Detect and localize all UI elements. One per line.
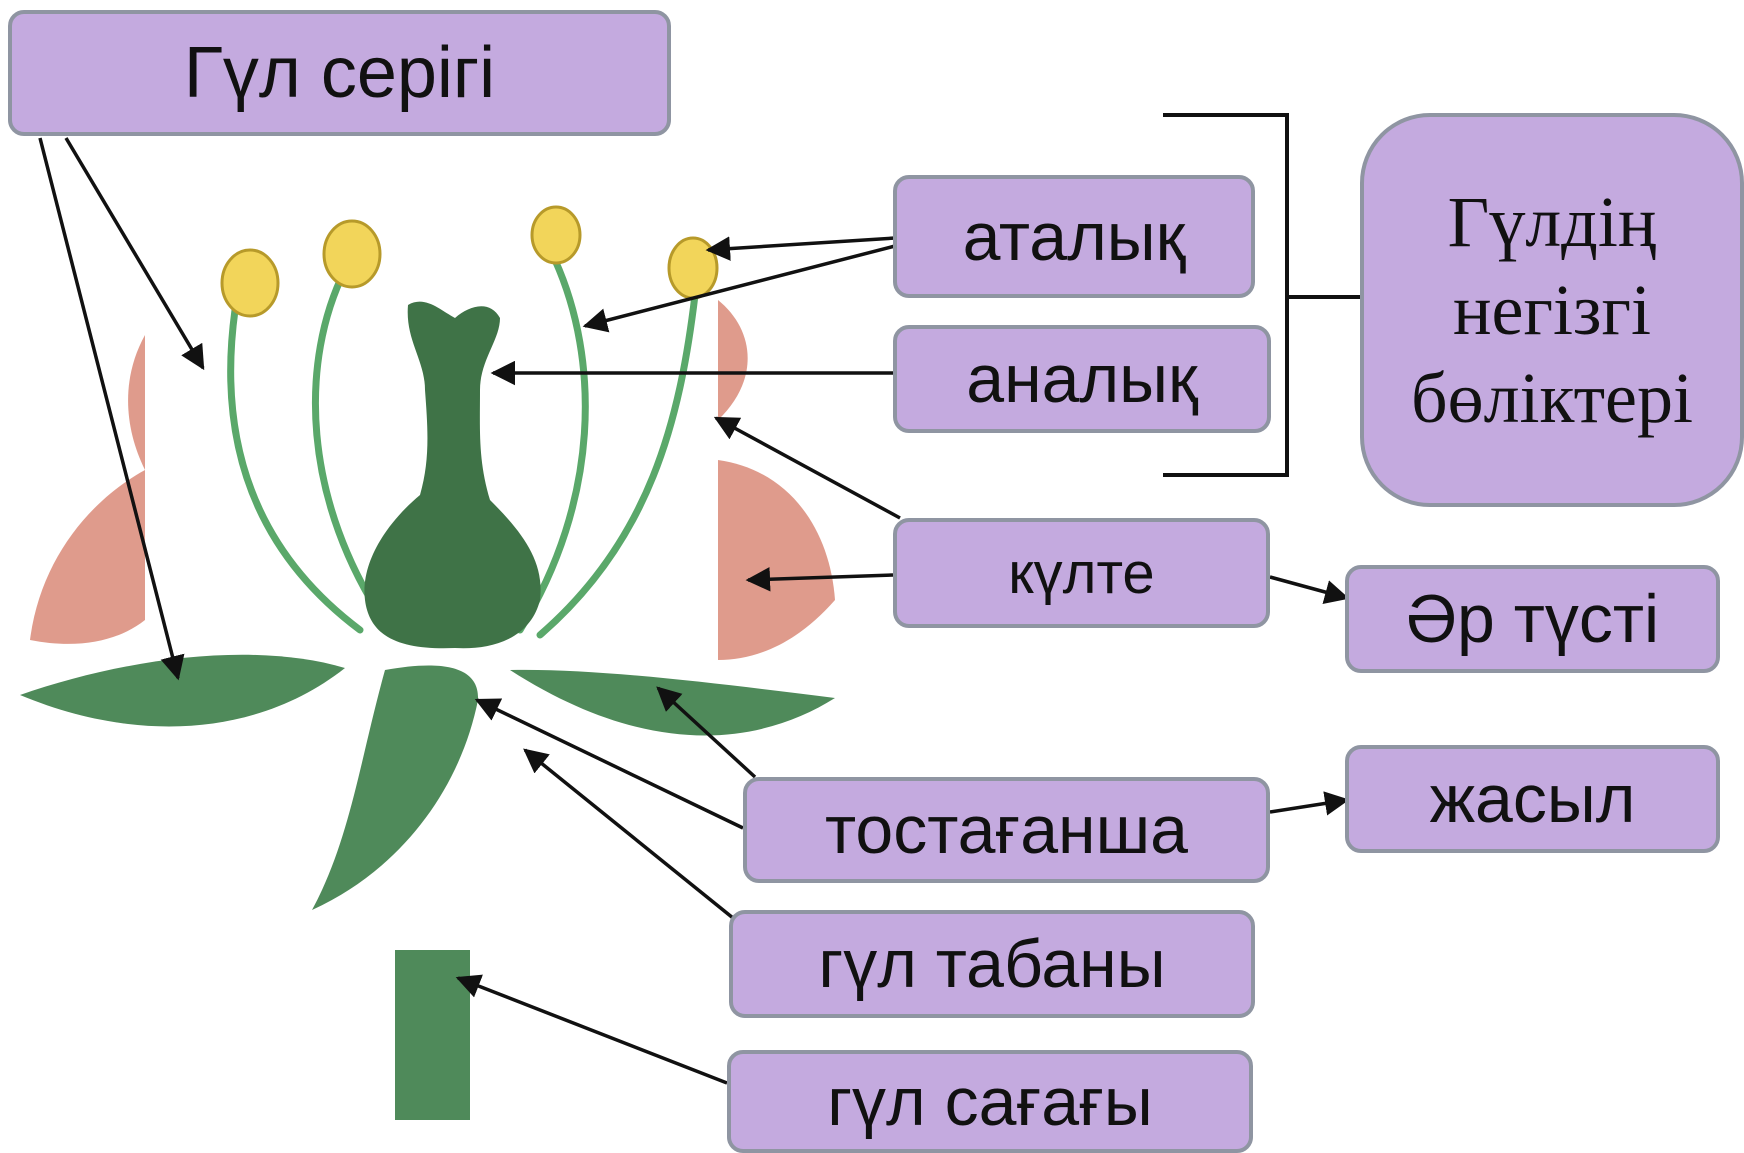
left-lower-petal <box>30 470 145 644</box>
anther-2 <box>324 221 380 287</box>
stamen-label: аталық <box>893 175 1255 298</box>
corolla-label: күлте <box>893 518 1270 628</box>
arrow-companion-1 <box>66 138 203 368</box>
pedicel-label: гүл сағағы <box>727 1050 1253 1153</box>
arrow-pedicel <box>458 978 727 1083</box>
anther-1 <box>222 250 278 316</box>
arrow-receptacle <box>525 750 733 918</box>
pistil <box>364 302 540 649</box>
main-parts-line-3: бөліктері <box>1411 354 1693 442</box>
stamen-filament-1 <box>231 310 360 630</box>
main-parts-line-1: Гүлдің <box>1448 178 1657 266</box>
main-parts-line-2: негізгі <box>1453 266 1651 354</box>
arrow-stamen-2 <box>585 246 895 326</box>
flower-stem <box>395 950 470 1120</box>
left-upper-petal <box>128 335 145 470</box>
corolla-color-label: Әр түсті <box>1345 565 1720 673</box>
sepal-center <box>312 665 478 910</box>
anther-4 <box>669 238 717 298</box>
main-parts-label: Гүлдің негізгі бөліктері <box>1360 113 1744 507</box>
anther-3 <box>532 207 580 263</box>
receptacle-label: гүл табаны <box>729 910 1255 1018</box>
arrow-corolla-color <box>1270 577 1347 598</box>
stamen-filament-4 <box>540 295 695 635</box>
arrow-stamen-1 <box>708 238 895 250</box>
arrow-calyx-color <box>1270 800 1347 812</box>
calyx-label: тостағанша <box>743 777 1270 883</box>
calyx-sepals <box>20 655 835 910</box>
right-upper-petal <box>718 300 748 420</box>
anthers <box>222 207 717 316</box>
sepal-left <box>20 655 345 727</box>
calyx-color-label: жасыл <box>1345 745 1720 853</box>
pistil-label: аналық <box>893 325 1271 433</box>
flower-companion-label: Гүл серігі <box>8 10 671 136</box>
right-lower-petal <box>718 460 835 660</box>
